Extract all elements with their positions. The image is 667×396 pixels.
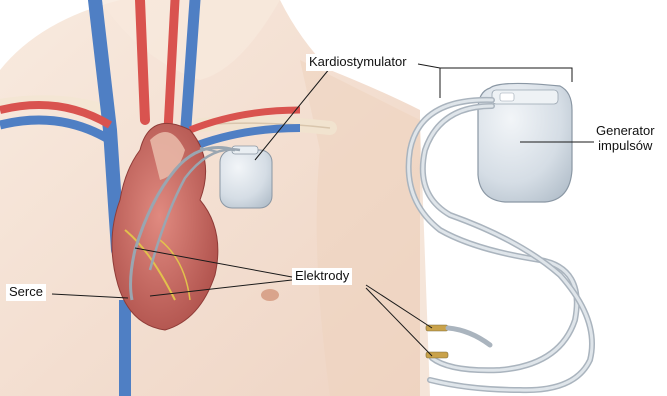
label-generator-line1: Generator (596, 124, 655, 139)
label-electrodes: Elektrody (292, 268, 352, 285)
nipple-shape (261, 289, 279, 301)
label-heart: Serce (6, 284, 46, 301)
label-pacemaker: Kardiostymulator (306, 54, 410, 71)
label-generator-line2: impulsów (596, 139, 655, 154)
leader-pacemaker-bracket (418, 64, 572, 82)
label-generator: Generator impulsów (596, 124, 655, 154)
